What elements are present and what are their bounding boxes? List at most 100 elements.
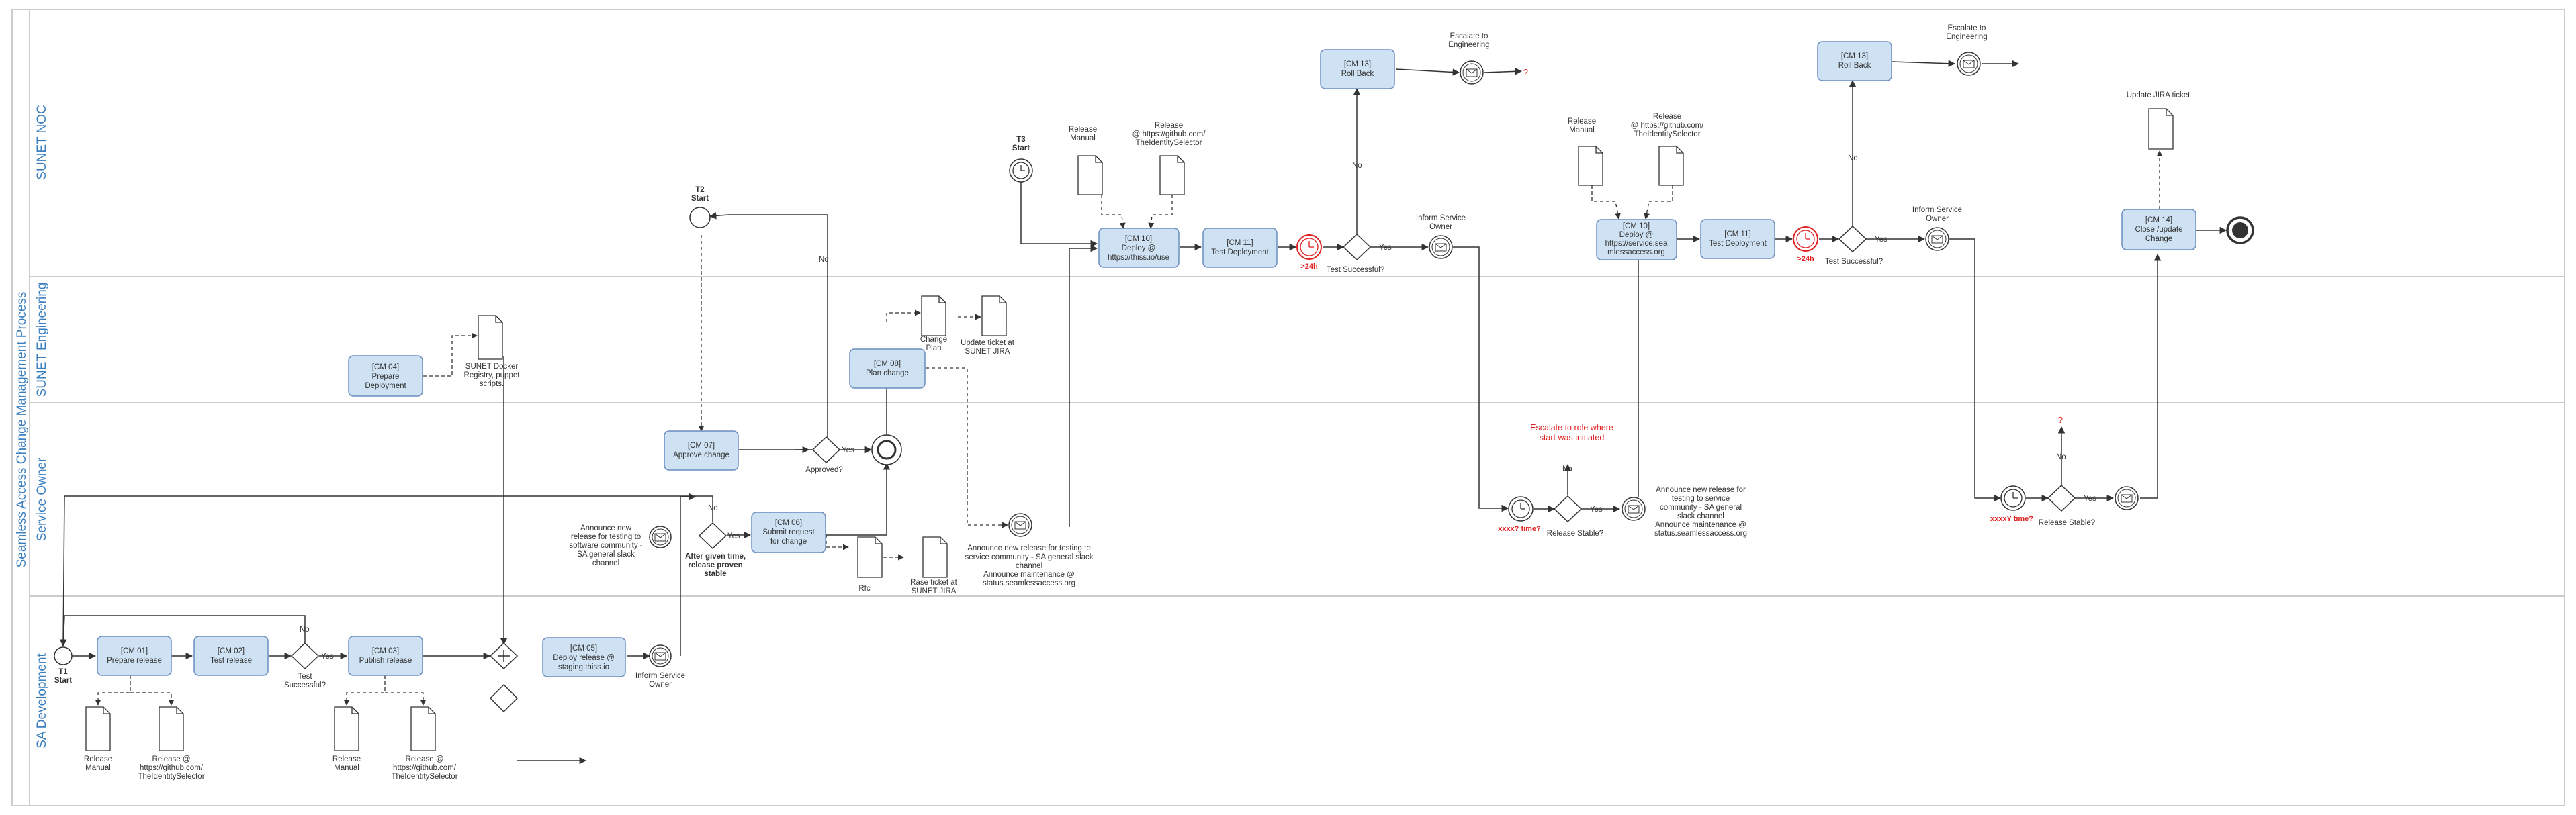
task-cm07-id: [CM 07]	[688, 442, 715, 450]
annotation-inform-owner-3b: Owner	[1926, 215, 1949, 223]
task-cm11a-label: Test Deployment	[1211, 248, 1269, 256]
gateway-test-successful-3-label: Test Successful?	[1825, 258, 1883, 266]
start-event-t1-id: T1	[58, 668, 68, 676]
gateway-test-successful-3[interactable]: Test Successful?	[1825, 225, 1883, 266]
timer-24h-1[interactable]: >24h	[1296, 234, 1322, 271]
message-event-announce-service[interactable]	[1008, 513, 1032, 537]
task-cm10a[interactable]: [CM 10]Deploy @https://thiss.io/use	[1098, 228, 1180, 268]
task-cm04-label: Prepare	[372, 373, 400, 381]
document-release-github-2[interactable]: Release @https://github.com/TheIdentityS…	[391, 706, 458, 781]
task-cm13a-label: Roll Back	[1341, 70, 1374, 78]
annotation-inform-owner-1b: Owner	[649, 681, 672, 689]
message-event-inform-owner-noc-1[interactable]	[1429, 235, 1453, 259]
flow-label-yes-6: Yes	[1875, 236, 1887, 244]
doc-label: SUNET Docker	[465, 363, 519, 371]
task-cm05[interactable]: [CM 05]Deploy release @staging.thiss.io	[542, 637, 626, 677]
annotation-announce-service-3: channel	[1016, 562, 1042, 570]
timer-release-2-label: xxxxY time?	[1990, 515, 2033, 523]
document-update-jira[interactable]: Update JIRA ticket	[2127, 91, 2190, 150]
message-event-inform-owner-dev[interactable]	[649, 644, 672, 667]
association-flows	[95, 150, 2163, 706]
gateway-exclusive-empty[interactable]	[489, 683, 519, 713]
end-event[interactable]	[2226, 216, 2254, 244]
intermediate-event-merge[interactable]	[871, 434, 902, 465]
gateway-test-successful-2[interactable]: Test Successful?	[1327, 233, 1384, 274]
task-cm02[interactable]: [CM 02]Test release	[193, 636, 269, 676]
annotation-announce-testing-5: channel	[592, 559, 619, 567]
doc-label-3: TheIdentitySelector	[1135, 139, 1202, 147]
task-cm02-id: [CM 02]	[218, 647, 245, 655]
annotation-announce-service: Announce new release for testing to	[967, 544, 1090, 553]
flow-label-yes-7: Yes	[2084, 495, 2096, 503]
message-event-escalate-1[interactable]	[1460, 60, 1484, 85]
document-release-github-3[interactable]: Release@ https://github.com/TheIdentityS…	[1132, 122, 1206, 195]
message-event-escalate-2[interactable]	[1957, 52, 1981, 76]
task-cm13a[interactable]: [CM 13]Roll Back	[1320, 49, 1395, 89]
task-cm01-label: Prepare release	[107, 657, 162, 665]
lane-title-sunet-engineering: SUNET Engineering	[35, 283, 49, 397]
task-cm10b-label-3: mlessaccess.org	[1607, 248, 1665, 256]
task-cm06-id: [CM 06]	[775, 519, 802, 527]
task-cm01[interactable]: [CM 01]Prepare release	[97, 636, 172, 676]
annotation-inform-owner-1: Inform Service	[635, 672, 685, 680]
task-cm10a-id: [CM 10]	[1125, 235, 1152, 243]
timer-release-1[interactable]: xxxx? time?	[1498, 496, 1541, 533]
svg-text:Release @https://github.com/Th: Release @https://github.com/TheIdentityS…	[138, 755, 204, 781]
document-release-github-1[interactable]: Release @https://github.com/TheIdentityS…	[138, 706, 205, 781]
document-release-github-4[interactable]: Release@ https://github.com/TheIdentityS…	[1631, 113, 1705, 186]
task-cm03[interactable]: [CM 03]Publish release	[348, 636, 423, 676]
gateway-release-stable-1[interactable]: Release Stable?	[1547, 495, 1603, 538]
flow-label-yes-4: Yes	[1379, 244, 1392, 252]
gateway-approved[interactable]: Approved?	[805, 436, 843, 474]
gateway-parallel[interactable]	[489, 642, 519, 670]
task-cm07[interactable]: [CM 07]Approve change	[664, 430, 739, 471]
timer-release-2[interactable]: xxxxY time?	[1990, 485, 2033, 523]
start-event-t2-id: T2	[695, 186, 704, 194]
task-cm11a[interactable]: [CM 11]Test Deployment	[1202, 228, 1278, 268]
message-event-announce-testing[interactable]	[649, 526, 672, 548]
task-cm13b[interactable]: [CM 13]Roll Back	[1817, 41, 1892, 81]
message-event-close[interactable]	[2115, 486, 2139, 510]
gateway-release-stable-2[interactable]: Release Stable?	[2039, 484, 2095, 527]
timer-24h-2[interactable]: >24h	[1793, 226, 1818, 263]
message-event-announce-service-b[interactable]	[1622, 497, 1646, 521]
annotation-inform-owner-3: Inform Service	[1912, 206, 1962, 214]
doc-label-2: https://github.com/	[393, 764, 457, 772]
doc-label: Release	[1653, 113, 1681, 121]
task-cm11b[interactable]: [CM 11]Test Deployment	[1700, 219, 1775, 259]
doc-label-3: TheIdentitySelector	[391, 773, 457, 781]
doc-label: Update ticket at	[961, 339, 1015, 347]
document-rfc[interactable]: Rfc	[857, 536, 883, 593]
message-event-inform-owner-noc-2[interactable]	[1925, 227, 1949, 251]
annotation-announce-service-5: status.seamlessaccess.org	[983, 579, 1075, 587]
doc-label-2: Manual	[1070, 134, 1096, 142]
start-event-t1-label: Start	[54, 677, 72, 685]
task-cm08[interactable]: [CM 08]Plan change	[849, 348, 926, 389]
